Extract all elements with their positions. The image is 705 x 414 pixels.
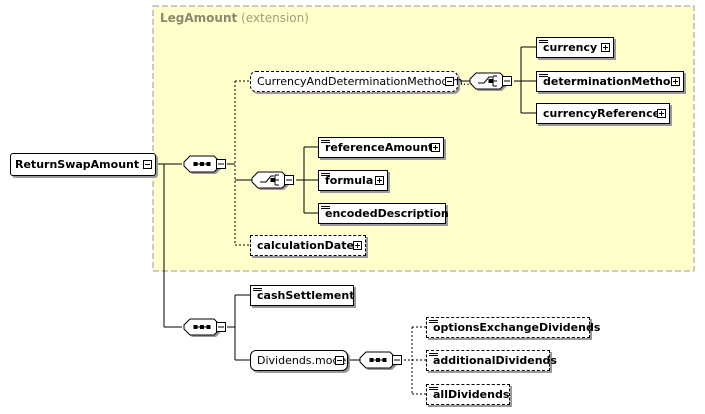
element-label: referenceAmount [325,141,434,154]
extension-subtitle: (extension) [241,11,309,25]
sequence-compositor-icon [183,318,222,337]
element-label: formula [325,174,374,187]
expand-plus-icon[interactable] [671,77,680,86]
element-label: currency [543,41,598,54]
element-label: determinationMethod [543,75,679,88]
group-currency-and-determination-method[interactable]: CurrencyAndDeterminationMethod.m... [250,71,473,92]
expand-plus-icon[interactable] [375,176,384,185]
element-label: cashSettlement [257,289,355,302]
collapse-minus-icon[interactable] [216,322,226,332]
documentation-lines-icon [429,320,438,324]
element-referenceamount[interactable]: referenceAmount [318,137,444,158]
choice-compositor-icon [251,171,290,190]
collapse-minus-icon[interactable] [392,355,402,365]
element-additionaldividends[interactable]: additionalDividends [426,350,557,371]
expand-plus-icon[interactable] [601,43,610,52]
collapse-minus-icon[interactable] [143,160,153,169]
element-currencyreference[interactable]: currencyReference [536,103,670,124]
element-formula[interactable]: formula [318,170,388,191]
element-label: calculationDates [257,239,361,252]
element-cashsettlement[interactable]: cashSettlement [250,285,354,306]
extension-name: LegAmount [160,11,238,25]
documentation-lines-icon [321,206,330,210]
choice-compositor-icon [469,72,508,91]
element-label: optionsExchangeDividends [433,321,601,334]
documentation-lines-icon [321,173,330,177]
element-currency[interactable]: currency [536,37,614,58]
collapse-minus-icon[interactable] [284,175,294,185]
documentation-lines-icon [539,74,548,78]
group-label: Dividends.model [257,354,350,367]
group-label: CurrencyAndDeterminationMethod.m... [257,75,474,88]
connector-lines [146,46,536,395]
collapse-minus-icon[interactable] [216,159,226,169]
collapse-minus-icon[interactable] [502,76,512,86]
element-label: additionalDividends [433,354,557,367]
element-alldividends[interactable]: allDividends [426,384,510,405]
extension-title: LegAmount (extension) [160,11,309,25]
element-label: currencyReference [543,107,661,120]
sequence-compositor-icon [183,155,222,174]
element-calculationdates[interactable]: calculationDates [250,235,366,256]
expand-plus-icon[interactable] [657,109,666,118]
element-label: allDividends [433,388,510,401]
sequence-compositor-icon [359,351,398,370]
collapse-minus-icon[interactable] [445,77,454,86]
documentation-lines-icon [429,387,438,391]
documentation-lines-icon [539,40,548,44]
expand-plus-icon[interactable] [431,143,440,152]
element-optionsexchangedividends[interactable]: optionsExchangeDividends [426,317,600,338]
root-element-returnswapamount[interactable]: ReturnSwapAmount [10,153,157,176]
element-label: encodedDescription [325,207,449,220]
element-encodeddescription[interactable]: encodedDescription [318,203,449,224]
group-dividends-model[interactable]: Dividends.model [250,350,350,371]
collapse-minus-icon[interactable] [335,356,344,365]
documentation-lines-icon [321,140,330,144]
element-determinationmethod[interactable]: determinationMethod [536,71,684,92]
documentation-lines-icon [253,288,262,292]
documentation-lines-icon [429,353,438,357]
expand-plus-icon[interactable] [353,241,362,250]
root-element-label: ReturnSwapAmount [15,158,140,171]
